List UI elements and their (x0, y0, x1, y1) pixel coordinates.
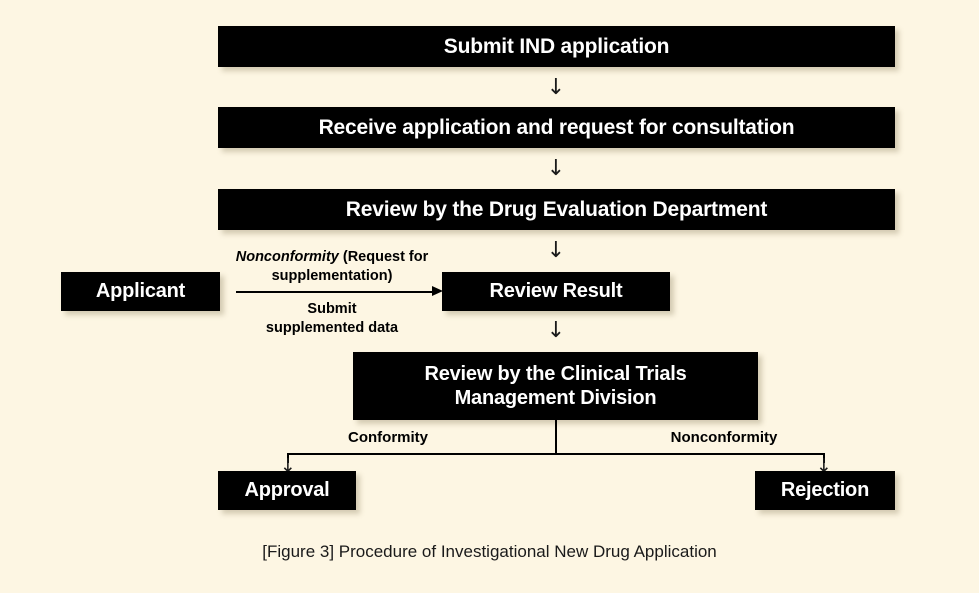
branch-label-conformity: Conformity (348, 429, 428, 446)
down-arrow-icon: ↓ (546, 156, 566, 181)
node-submit-ind-application: Submit IND application (218, 26, 895, 67)
edge-label-nonconformity-emphasis: Nonconformity (235, 249, 339, 265)
figure-caption: [Figure 3] Procedure of Investigational … (262, 542, 717, 561)
branch-drop-left-line (287, 453, 289, 463)
down-arrow-icon: ↓ (546, 318, 566, 343)
arrow-applicant-to-review-result-line (236, 291, 436, 293)
arrow-applicant-to-review-result-head-icon (432, 286, 443, 296)
node-review-drug-evaluation-department: Review by the Drug Evaluation Department (218, 189, 895, 230)
node-rejection: Rejection (755, 471, 895, 510)
node-clinical-line-2: Management Division (454, 387, 657, 409)
branch-horizontal-line (287, 453, 825, 455)
edge-label-supplementation-request: Nonconformity (Request for supplementati… (232, 248, 432, 285)
node-clinical-line-1: Review by the Clinical Trials (424, 362, 687, 385)
node-receive-application: Receive application and request for cons… (218, 107, 895, 148)
node-applicant: Applicant (61, 272, 220, 311)
node-review-result: Review Result (442, 272, 670, 311)
down-arrow-icon: ↓ (816, 455, 832, 477)
edge-label-submit-line1: Submit (307, 301, 357, 317)
node-approval: Approval (218, 471, 356, 510)
edge-label-submit-line2: supplemented data (265, 319, 399, 336)
edge-label-submit-supplemented-data: Submit supplemented data (237, 300, 427, 337)
down-arrow-icon: ↓ (280, 455, 296, 477)
branch-stem-line (555, 420, 557, 455)
branch-label-nonconformity: Nonconformity (670, 429, 778, 446)
down-arrow-icon: ↓ (546, 75, 566, 100)
down-arrow-icon: ↓ (546, 238, 566, 263)
edge-label-request-text: (Request for supplementation) (271, 249, 429, 284)
branch-drop-right-line (823, 453, 825, 463)
node-clinical-trials-management-division: Review by the Clinical Trials Management… (353, 352, 758, 420)
